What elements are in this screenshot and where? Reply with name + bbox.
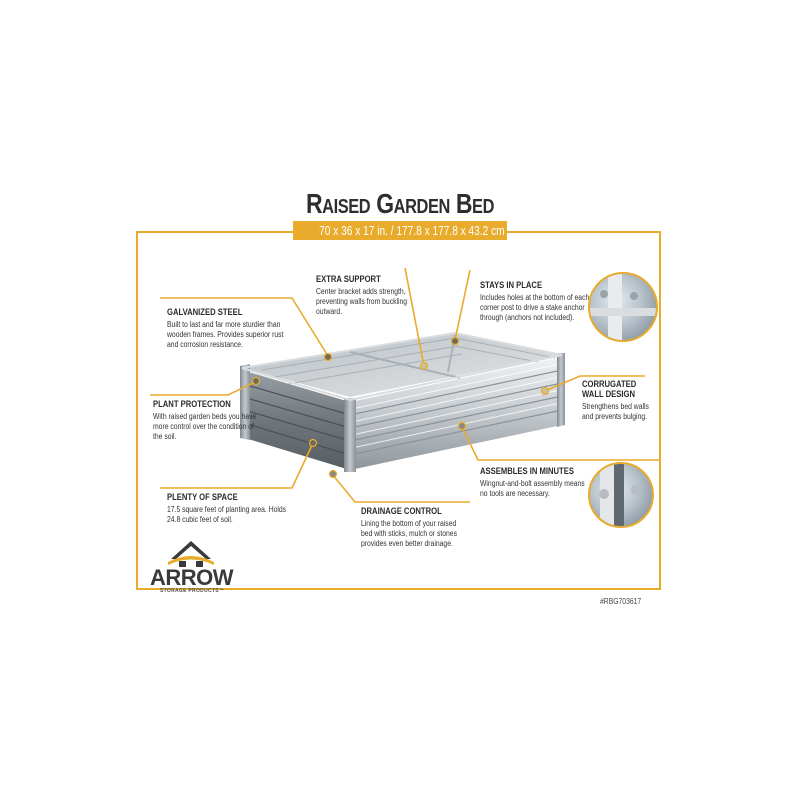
- callout-drainage-control: DRAINAGE CONTROL Lining the bottom of yo…: [361, 506, 461, 549]
- callout-heading: EXTRA SUPPORT: [316, 274, 381, 284]
- callout-plenty-of-space: PLENTY OF SPACE 17.5 square feet of plan…: [167, 492, 292, 525]
- callout-heading: GALVANIZED STEEL: [167, 307, 243, 317]
- callout-body: Includes holes at the bottom of each cor…: [480, 293, 590, 322]
- callout-heading: CORRUGATED WALL DESIGN: [582, 379, 637, 399]
- callout-body: Built to last and far more sturdier than…: [167, 320, 284, 349]
- brand-name: ARROW: [150, 565, 234, 590]
- sku-label: #RBG703617: [600, 597, 642, 606]
- callout-galvanized-steel: GALVANIZED STEEL Built to last and far m…: [167, 307, 292, 350]
- wingnut-detail-image: [588, 462, 654, 528]
- callout-body: Lining the bottom of your raised bed wit…: [361, 519, 457, 548]
- callout-heading: ASSEMBLES IN MINUTES: [480, 466, 574, 476]
- callout-plant-protection: PLANT PROTECTION With raised garden beds…: [153, 399, 258, 442]
- corner-post-detail-image: [588, 272, 658, 342]
- wingnut-bolt-icon: [599, 464, 641, 526]
- callout-extra-support: EXTRA SUPPORT Center bracket adds streng…: [316, 274, 421, 317]
- callout-body: With raised garden beds you have more co…: [153, 412, 257, 441]
- callout-body: Wingnut-and-bolt assembly means no tools…: [480, 479, 585, 498]
- callout-corrugated-wall-design: CORRUGATED WALL DESIGN Strengthens bed w…: [582, 379, 657, 422]
- callout-body: Strengthens bed walls and prevents bulgi…: [582, 402, 649, 421]
- brand-tagline: STORAGE PRODUCTS™: [160, 588, 225, 594]
- callout-body: 17.5 square feet of planting area. Holds…: [167, 505, 287, 524]
- callout-body: Center bracket adds strength, preventing…: [316, 287, 408, 316]
- callout-heading: PLENTY OF SPACE: [167, 492, 238, 502]
- callout-heading: DRAINAGE CONTROL: [361, 506, 442, 516]
- dimensions-text: 70 x 36 x 17 in. / 177.8 x 177.8 x 43.2 …: [319, 223, 505, 238]
- callout-assembles-in-minutes: ASSEMBLES IN MINUTES Wingnut-and-bolt as…: [480, 466, 585, 499]
- dimensions-banner: 70 x 36 x 17 in. / 177.8 x 177.8 x 43.2 …: [293, 221, 507, 240]
- corner-post-icon: [590, 274, 656, 340]
- callout-heading: PLANT PROTECTION: [153, 399, 231, 409]
- callout-heading: STAYS IN PLACE: [480, 280, 543, 290]
- callout-stays-in-place: STAYS IN PLACE Includes holes at the bot…: [480, 280, 598, 323]
- page-title: Raised Garden Bed: [305, 188, 495, 219]
